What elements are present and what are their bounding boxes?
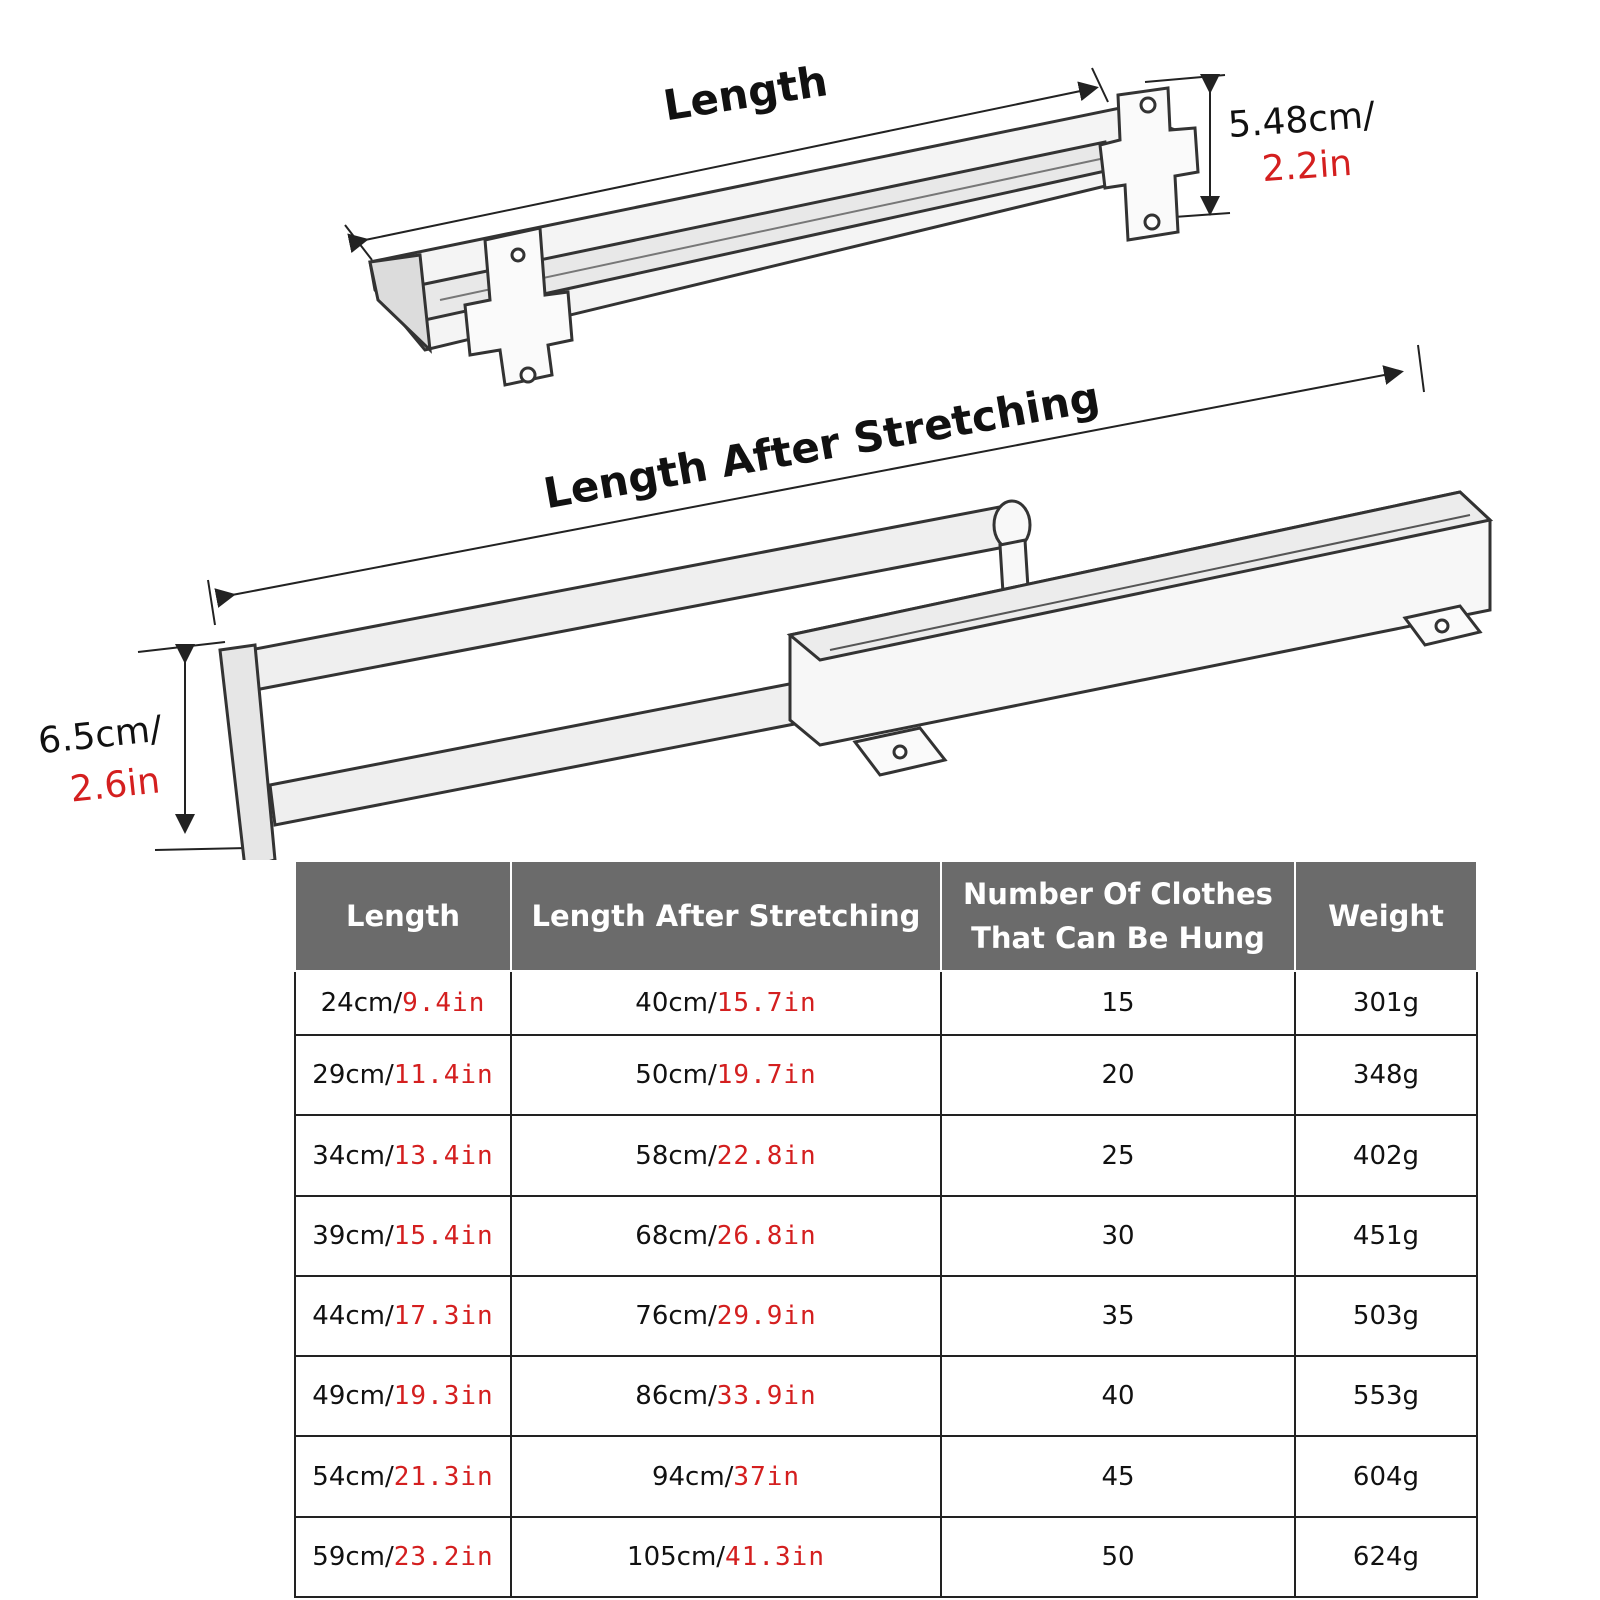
cell-length-after-stretching: 58cm/22.8in — [510, 1114, 942, 1197]
cell-length-after-stretching: 50cm/19.7in — [510, 1034, 942, 1117]
cell-length: 29cm/11.4in — [294, 1034, 512, 1117]
cell-clothes: 15 — [940, 969, 1296, 1037]
product-diagram: Length Length After Stretching 5.48cm/ 2… — [36, 56, 1494, 870]
cell-weight: 402g — [1294, 1114, 1478, 1197]
cell-length: 39cm/15.4in — [294, 1194, 512, 1277]
cell-length: 24cm/9.4in — [294, 969, 512, 1037]
spec-table: Length Length After Stretching Number Of… — [294, 860, 1478, 1599]
cell-weight: 503g — [1294, 1274, 1478, 1358]
cell-length: 59cm/23.2in — [294, 1515, 512, 1599]
cell-length: 34cm/13.4in — [294, 1114, 512, 1197]
cell-length-after-stretching: 94cm/37in — [510, 1435, 942, 1518]
table-row: 34cm/13.4in 58cm/22.8in 25 402g — [294, 1114, 1478, 1197]
rail-drawing — [137, 67, 1494, 870]
cell-weight: 451g — [1294, 1194, 1478, 1277]
cell-length-after-stretching: 40cm/15.7in — [510, 969, 942, 1037]
table-row: 29cm/11.4in 50cm/19.7in 20 348g — [294, 1034, 1478, 1117]
cell-length: 44cm/17.3in — [294, 1274, 512, 1358]
table-row: 59cm/23.2in 105cm/41.3in 50 624g — [294, 1515, 1478, 1599]
cell-clothes: 40 — [940, 1355, 1296, 1438]
header-number-of-clothes: Number Of Clothes That Can Be Hung — [940, 860, 1296, 972]
cell-clothes: 25 — [940, 1114, 1296, 1197]
header-weight: Weight — [1294, 860, 1478, 972]
cell-length-after-stretching: 76cm/29.9in — [510, 1274, 942, 1358]
bottom-rail — [218, 490, 1494, 870]
table-row: 49cm/19.3in 86cm/33.9in 40 553g — [294, 1355, 1478, 1438]
cell-weight: 553g — [1294, 1355, 1478, 1438]
top-length-dimension — [344, 67, 1109, 261]
cell-weight: 624g — [1294, 1515, 1478, 1599]
cell-clothes: 50 — [940, 1515, 1296, 1599]
table-row: 54cm/21.3in 94cm/37in 45 604g — [294, 1435, 1478, 1518]
table-row: 39cm/15.4in 68cm/26.8in 30 451g — [294, 1194, 1478, 1277]
cell-clothes: 20 — [940, 1034, 1296, 1117]
top-height-in: 2.2in — [1260, 142, 1354, 191]
cell-clothes: 45 — [940, 1435, 1296, 1518]
cell-weight: 604g — [1294, 1435, 1478, 1518]
bottom-height-dimension — [137, 641, 249, 851]
cell-clothes: 35 — [940, 1274, 1296, 1358]
cell-clothes: 30 — [940, 1194, 1296, 1277]
cell-length-after-stretching: 68cm/26.8in — [510, 1194, 942, 1277]
top-rail — [368, 86, 1200, 387]
table-row: 24cm/9.4in 40cm/15.7in 15 301g — [294, 969, 1478, 1037]
header-length: Length — [294, 860, 512, 972]
cell-length-after-stretching: 105cm/41.3in — [510, 1515, 942, 1599]
cell-length-after-stretching: 86cm/33.9in — [510, 1355, 942, 1438]
cell-weight: 348g — [1294, 1034, 1478, 1117]
header-length-after-stretching: Length After Stretching — [510, 860, 942, 972]
cell-weight: 301g — [1294, 969, 1478, 1037]
bottom-length-dimension — [207, 344, 1425, 626]
cell-length: 54cm/21.3in — [294, 1435, 512, 1518]
table-row: 44cm/17.3in 76cm/29.9in 35 503g — [294, 1274, 1478, 1358]
table-header-row: Length Length After Stretching Number Of… — [294, 860, 1478, 972]
cell-length: 49cm/19.3in — [294, 1355, 512, 1438]
